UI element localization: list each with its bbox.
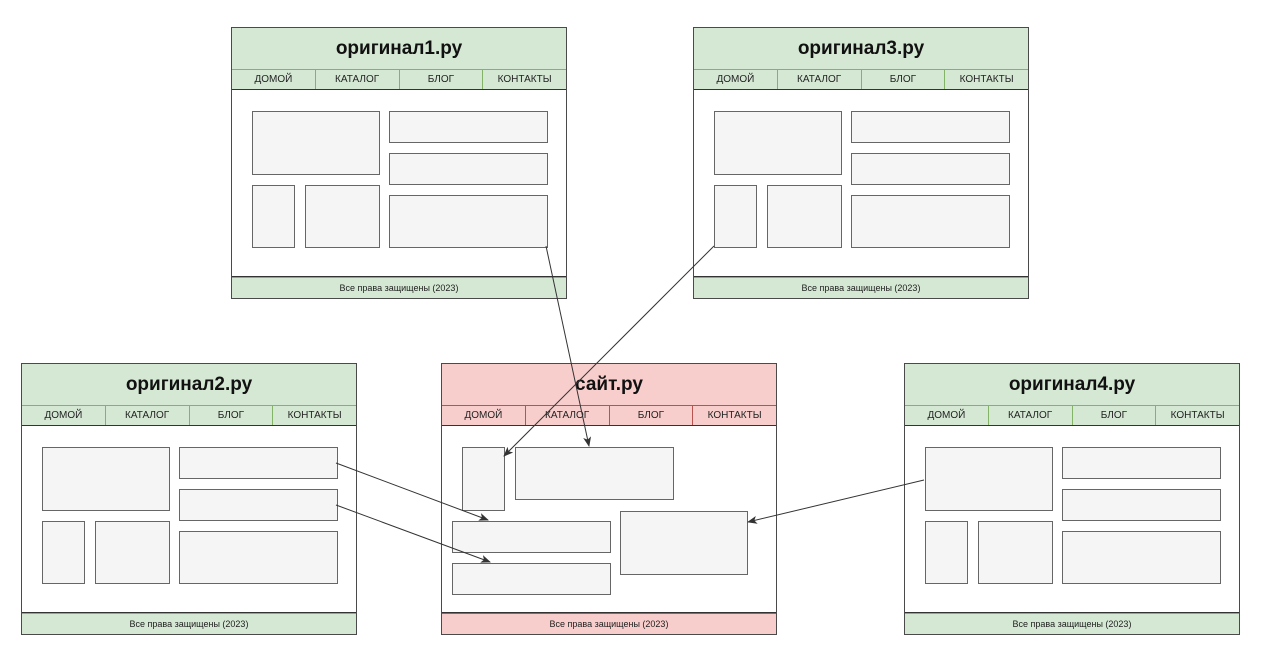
content-bar-middle [1062,489,1221,521]
site-nav: ДОМОЙ КАТАЛОГ БЛОГ КОНТАКТЫ [694,70,1028,90]
site-footer: Все права защищены (2023) [694,277,1028,298]
target-block-large [620,511,748,575]
nav-item-contacts[interactable]: КОНТАКТЫ [707,410,762,421]
nav-item-home[interactable]: ДОМОЙ [905,406,989,425]
nav-item-home[interactable]: ДОМОЙ [442,406,526,425]
target-bar-lower [452,563,611,595]
site-original1: оригинал1.ру ДОМОЙ КАТАЛОГ БЛОГ КОНТАКТЫ… [231,27,567,299]
site-title: оригинал3.ру [694,28,1028,70]
site-original4: оригинал4.ру ДОМОЙ КАТАЛОГ БЛОГ КОНТАКТЫ… [904,363,1240,635]
nav-item-blog[interactable]: БЛОГ [1073,406,1157,425]
content-bar-top [389,111,548,143]
site-footer: Все права защищены (2023) [232,277,566,298]
content-block-large [252,111,380,175]
target-block-small [462,447,505,511]
site-original2: оригинал2.ру ДОМОЙ КАТАЛОГ БЛОГ КОНТАКТЫ… [21,363,357,635]
nav-item-home[interactable]: ДОМОЙ [694,70,778,89]
content-block-small [925,521,968,584]
content-bar-bottom [389,195,548,248]
nav-item-home[interactable]: ДОМОЙ [232,70,316,89]
content-block-medium [305,185,380,248]
content-block-medium [95,521,170,584]
nav-item-contacts[interactable]: КОНТАКТЫ [287,410,342,421]
content-bar-top [851,111,1010,143]
nav-item-blog[interactable]: БЛОГ [400,70,484,89]
content-block-large [42,447,170,511]
site-footer: Все права защищены (2023) [905,613,1239,634]
footer-divider [232,276,566,277]
content-bar-bottom [1062,531,1221,584]
content-bar-middle [179,489,338,521]
nav-item-catalog[interactable]: КАТАЛОГ [316,70,400,89]
site-title: оригинал1.ру [232,28,566,70]
footer-divider [905,612,1239,613]
nav-item-blog[interactable]: БЛОГ [862,70,946,89]
site-original3: оригинал3.ру ДОМОЙ КАТАЛОГ БЛОГ КОНТАКТЫ… [693,27,1029,299]
content-bar-bottom [179,531,338,584]
nav-item-blog[interactable]: БЛОГ [190,406,274,425]
footer-divider [22,612,356,613]
site-target: сайт.ру ДОМОЙ КАТАЛОГ БЛОГ КОНТАКТЫ Все … [441,363,777,635]
site-footer: Все права защищены (2023) [22,613,356,634]
nav-item-catalog[interactable]: КАТАЛОГ [989,406,1073,425]
target-bar-upper [452,521,611,553]
content-bar-middle [851,153,1010,185]
nav-item-home[interactable]: ДОМОЙ [22,406,106,425]
site-title: оригинал4.ру [905,364,1239,406]
content-block-small [252,185,295,248]
content-block-medium [978,521,1053,584]
nav-item-contacts[interactable]: КОНТАКТЫ [959,74,1014,85]
site-title: оригинал2.ру [22,364,356,406]
nav-item-blog[interactable]: БЛОГ [610,406,694,425]
content-bar-bottom [851,195,1010,248]
content-block-small [714,185,757,248]
target-bar-wide [515,447,674,500]
nav-item-contacts[interactable]: КОНТАКТЫ [1170,410,1225,421]
site-nav: ДОМОЙ КАТАЛОГ БЛОГ КОНТАКТЫ [232,70,566,90]
content-block-small [42,521,85,584]
site-nav: ДОМОЙ КАТАЛОГ БЛОГ КОНТАКТЫ [442,406,776,426]
footer-divider [694,276,1028,277]
nav-item-catalog[interactable]: КАТАЛОГ [526,406,610,425]
content-block-large [714,111,842,175]
nav-item-catalog[interactable]: КАТАЛОГ [778,70,862,89]
content-block-medium [767,185,842,248]
nav-item-catalog[interactable]: КАТАЛОГ [106,406,190,425]
site-nav: ДОМОЙ КАТАЛОГ БЛОГ КОНТАКТЫ [905,406,1239,426]
content-bar-top [1062,447,1221,479]
site-nav: ДОМОЙ КАТАЛОГ БЛОГ КОНТАКТЫ [22,406,356,426]
content-bar-middle [389,153,548,185]
content-block-large [925,447,1053,511]
site-footer: Все права защищены (2023) [442,613,776,634]
footer-divider [442,612,776,613]
site-title: сайт.ру [442,364,776,406]
nav-item-contacts[interactable]: КОНТАКТЫ [497,74,552,85]
content-bar-top [179,447,338,479]
